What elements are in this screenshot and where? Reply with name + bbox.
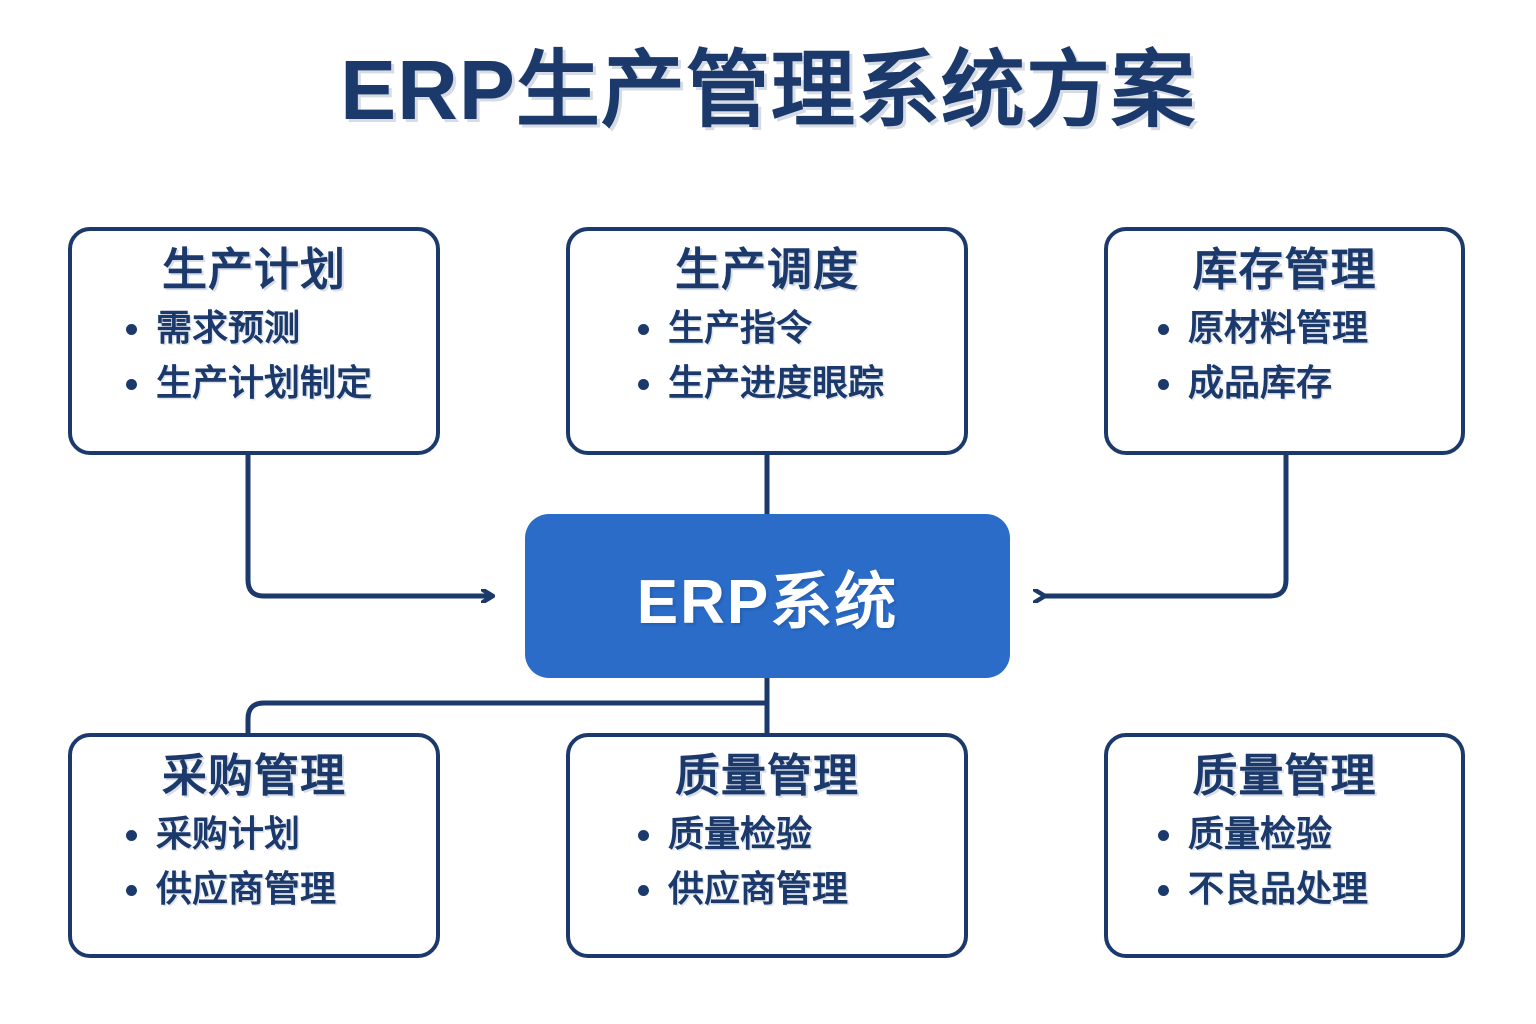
connector-inventory-to-core [1044,452,1289,596]
list-item: 质量检验 [1158,807,1368,862]
node-inventory-management[interactable]: 库存管理 原材料管理 成品库存 [1104,227,1465,455]
node-purchasing-management[interactable]: 采购管理 采购计划 供应商管理 [68,733,440,958]
page-title: ERP生产管理系统方案 [340,43,1196,137]
list-item: 需求预测 [126,301,372,356]
node-bullet-list: 采购计划 供应商管理 [126,807,336,916]
erp-core-label: ERP系统 [636,568,899,637]
node-quality-management-1[interactable]: 质量管理 质量检验 供应商管理 [566,733,968,958]
list-item: 采购计划 [126,807,336,862]
list-item: 不良品处理 [1158,862,1368,917]
list-item: 成品库存 [1158,356,1368,411]
list-item: 供应商管理 [126,862,336,917]
node-title: 生产调度 [674,244,859,295]
connector-plan-to-core [245,452,492,596]
node-title: 质量管理 [1192,750,1377,801]
node-production-scheduling[interactable]: 生产调度 生产指令 生产进度眼踪 [566,227,968,455]
node-title: 生产计划 [161,244,346,295]
node-bullet-list: 质量检验 供应商管理 [638,807,848,916]
node-bullet-list: 原材料管理 成品库存 [1158,301,1368,410]
list-item: 质量检验 [638,807,848,862]
list-item: 原材料管理 [1158,301,1368,356]
node-title: 库存管理 [1192,244,1377,295]
list-item: 生产计划制定 [126,356,372,411]
node-bullet-list: 质量检验 不良品处理 [1158,807,1368,916]
node-bullet-list: 需求预测 生产计划制定 [126,301,372,410]
list-item: 生产进度眼踪 [638,356,884,411]
node-bullet-list: 生产指令 生产进度眼踪 [638,301,884,410]
list-item: 供应商管理 [638,862,848,917]
node-production-plan[interactable]: 生产计划 需求预测 生产计划制定 [68,227,440,455]
node-quality-management-2[interactable]: 质量管理 质量检验 不良品处理 [1104,733,1465,958]
erp-core-node[interactable]: ERP系统 [525,514,1010,678]
node-title: 采购管理 [161,750,346,801]
connector-core-to-purchasing [245,678,770,733]
list-item: 生产指令 [638,301,884,356]
node-title: 质量管理 [674,750,859,801]
